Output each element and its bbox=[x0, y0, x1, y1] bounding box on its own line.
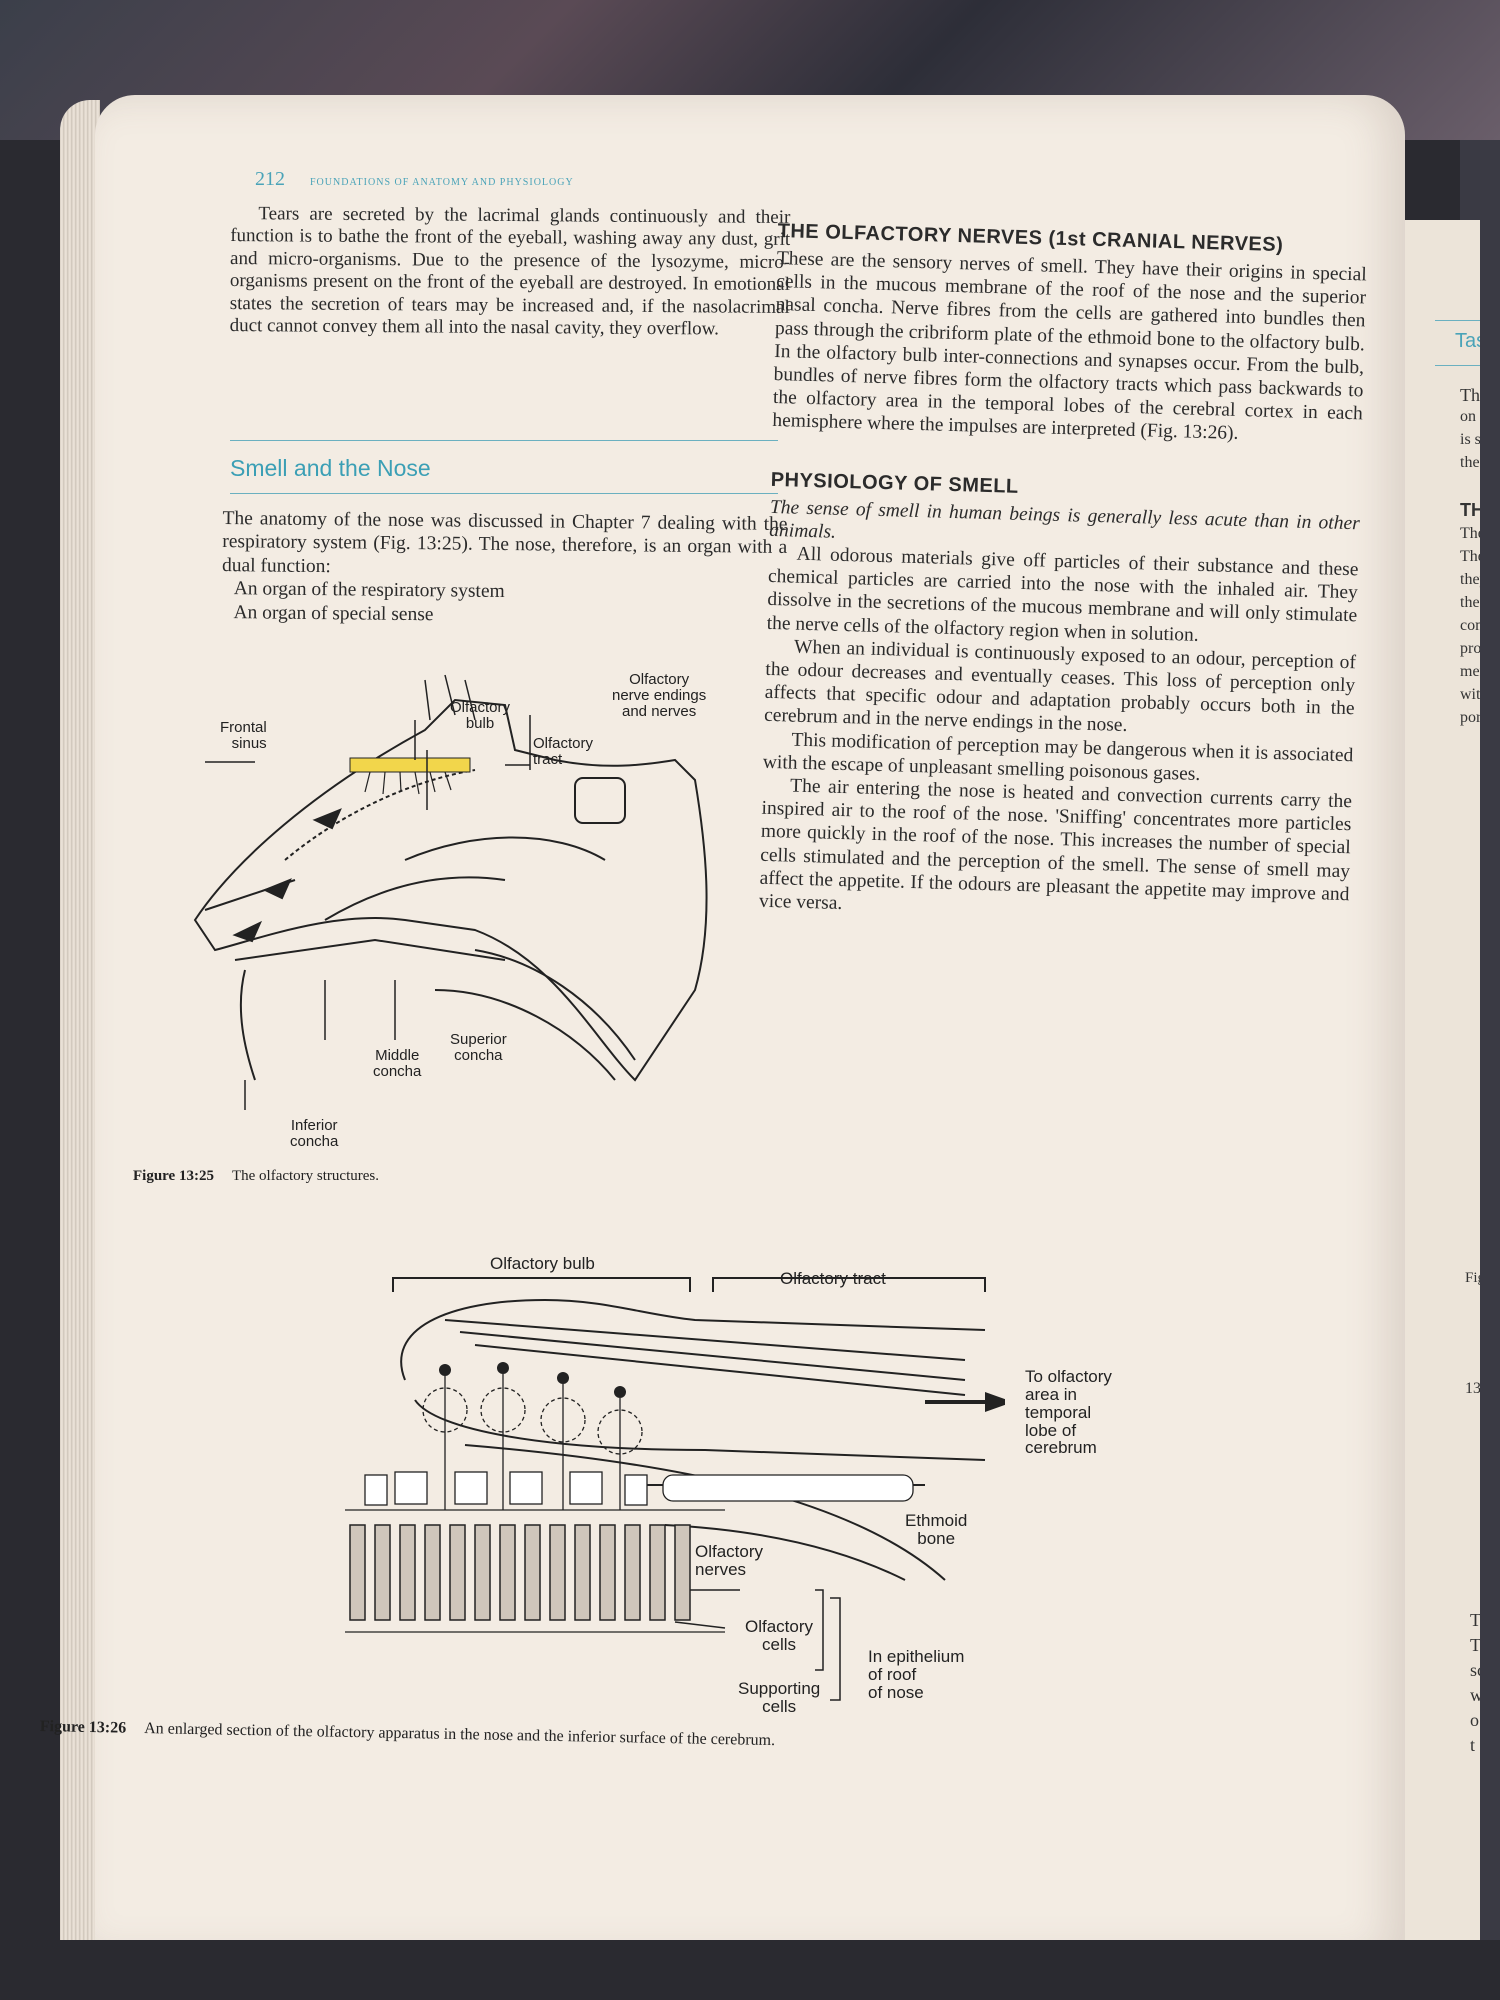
facing-fragment: sc bbox=[1470, 1660, 1480, 1680]
label-olfactory-bulb-2: Olfactory bulb bbox=[490, 1254, 595, 1273]
facing-fragment: The bbox=[1460, 385, 1480, 405]
physiology-paragraph: All odorous materials give off particles… bbox=[766, 543, 1359, 646]
running-head: FOUNDATIONS OF ANATOMY AND PHYSIOLOGY bbox=[310, 177, 574, 188]
label-in-epithelium: In epithelium of roof of nose bbox=[868, 1647, 965, 1702]
label-olfactory-bulb: Olfactory bulb bbox=[450, 699, 511, 732]
facing-fragment: T bbox=[1470, 1635, 1480, 1655]
label-olfactory-cells: Olfactory cells bbox=[745, 1617, 814, 1654]
book-page bbox=[95, 95, 1405, 1955]
label-to-olfactory-area: To olfactory area in temporal lobe of ce… bbox=[1025, 1367, 1112, 1458]
facing-fragment: The bbox=[1460, 525, 1480, 542]
olfactory-nerves-text: These are the sensory nerves of smell. T… bbox=[772, 247, 1367, 445]
facing-fragment: mem bbox=[1460, 663, 1480, 680]
label-olfactory-nerves: Olfactory nerves bbox=[695, 1542, 764, 1579]
facing-fragment: THE bbox=[1460, 500, 1480, 520]
page-number: 212 bbox=[255, 168, 285, 190]
label-olfactory-tract: Olfactory tract bbox=[533, 735, 594, 768]
facing-fragment: w bbox=[1470, 1685, 1480, 1705]
figure-13-25-caption: Figure 13:25 The olfactory structures. bbox=[133, 1168, 379, 1185]
facing-fragment: They bbox=[1460, 548, 1480, 565]
right-column: THE OLFACTORY NERVES (1st CRANIAL NERVES… bbox=[759, 220, 1368, 929]
facing-fragment: T bbox=[1470, 1610, 1480, 1630]
facing-rule bbox=[1435, 365, 1480, 366]
label-olfactory-tract-2: Olfactory tract bbox=[780, 1269, 886, 1288]
label-frontal-sinus: Frontal sinus bbox=[220, 719, 267, 752]
background-bottom bbox=[0, 1940, 1500, 2000]
facing-fragment: on th bbox=[1460, 408, 1480, 425]
facing-fragment: is su bbox=[1460, 431, 1480, 448]
smell-intro: The anatomy of the nose was discussed in… bbox=[221, 507, 788, 630]
intro-paragraph: The anatomy of the nose was discussed in… bbox=[221, 508, 788, 577]
facing-fragment: 13 bbox=[1465, 1380, 1480, 1397]
label-nerve-endings: Olfactory nerve endings and nerves bbox=[612, 671, 707, 720]
facing-fragment: cons bbox=[1460, 617, 1480, 634]
facing-rule bbox=[1435, 320, 1480, 321]
facing-fragment: they bbox=[1460, 571, 1480, 588]
label-inferior-concha: Inferior concha bbox=[290, 1117, 339, 1150]
page-edges bbox=[60, 100, 100, 1950]
facing-fragment: the p bbox=[1460, 594, 1480, 611]
tears-paragraph-block: Tears are secreted by the lacrimal gland… bbox=[230, 203, 791, 341]
physiology-paragraph: When an individual is continuously expos… bbox=[763, 636, 1357, 737]
facing-fragment: proc bbox=[1460, 640, 1480, 657]
facing-fragment: Fig bbox=[1465, 1270, 1480, 1286]
section-rule-bottom bbox=[230, 493, 778, 494]
facing-fragment: the g bbox=[1460, 454, 1480, 471]
facing-fragment: Tast bbox=[1455, 330, 1480, 352]
caption-number: Figure 13:25 bbox=[133, 1168, 214, 1184]
facing-fragment: o bbox=[1470, 1710, 1479, 1730]
label-supporting-cells: Supporting cells bbox=[738, 1679, 821, 1716]
page-header: 212 FOUNDATIONS OF ANATOMY AND PHYSIOLOG… bbox=[255, 168, 574, 191]
figure-13-26-drawing bbox=[345, 1277, 1005, 1701]
facing-fragment: t bbox=[1470, 1735, 1476, 1755]
caption-number: Figure 13:26 bbox=[39, 1718, 127, 1737]
facing-fragment: port bbox=[1460, 709, 1480, 726]
figure-13-25-drawing bbox=[193, 674, 708, 1110]
caption-text: The olfactory structures. bbox=[231, 1168, 379, 1184]
facing-page: Tast The on th is su the g THE The They … bbox=[1405, 220, 1480, 1955]
tears-paragraph: Tears are secreted by the lacrimal gland… bbox=[229, 203, 791, 340]
label-ethmoid-bone: Ethmoid bone bbox=[905, 1511, 968, 1548]
label-superior-concha: Superior concha bbox=[450, 1031, 507, 1064]
facing-fragment: with bbox=[1460, 686, 1480, 703]
label-middle-concha: Middle concha bbox=[373, 1047, 422, 1080]
section-title: Smell and the Nose bbox=[230, 455, 431, 481]
section-rule-top bbox=[230, 440, 778, 441]
physiology-paragraph: The air entering the nose is heated and … bbox=[758, 775, 1353, 915]
